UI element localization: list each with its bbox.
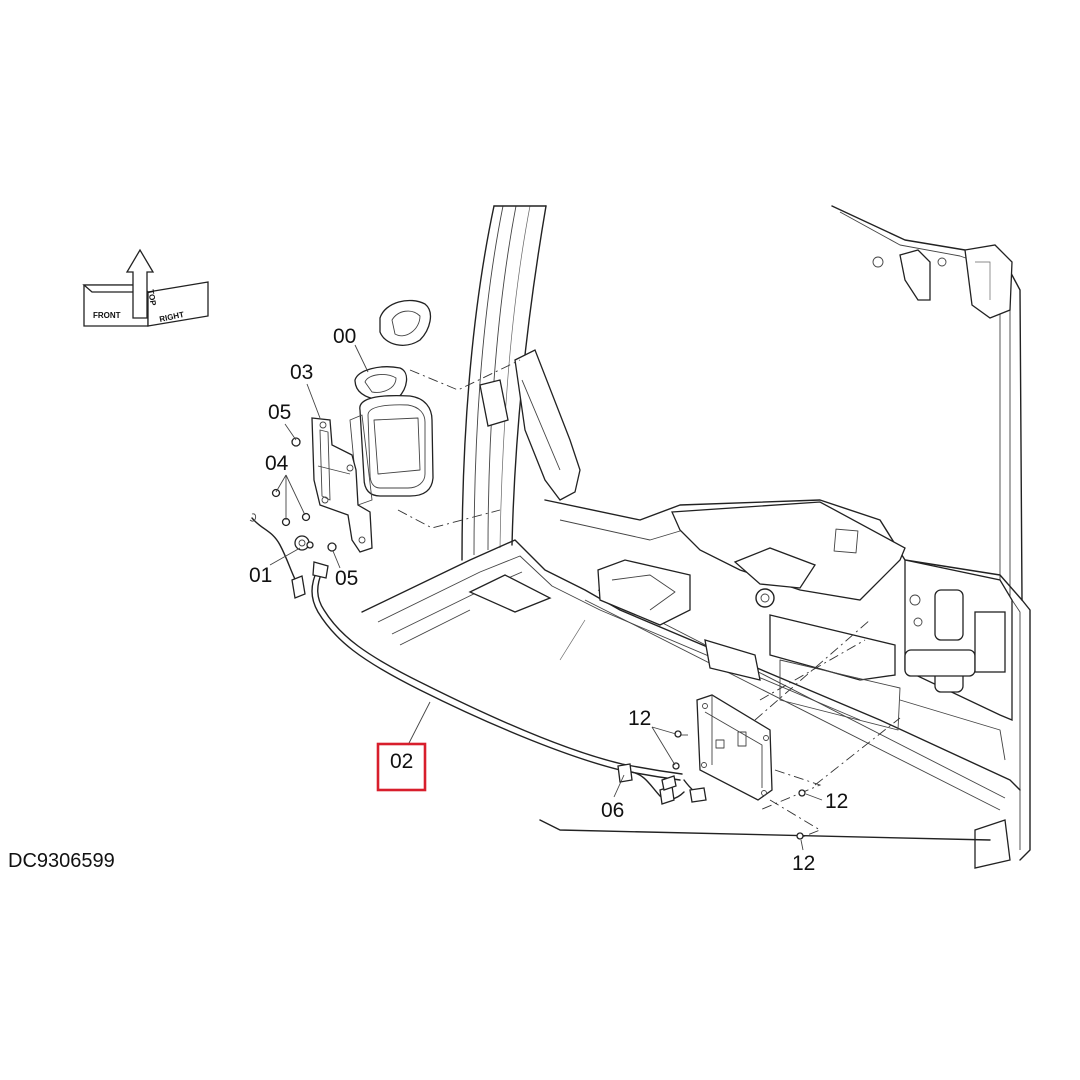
mounting-bracket <box>311 417 373 553</box>
callout-00[interactable]: 00 <box>333 325 356 348</box>
callout-05-lower[interactable]: 05 <box>335 567 358 590</box>
assembly-guide-lines <box>397 359 901 839</box>
callout-05-upper[interactable]: 05 <box>268 401 291 424</box>
controller-unit <box>672 694 806 840</box>
wire-harness <box>249 513 707 805</box>
callout-03[interactable]: 03 <box>290 361 313 384</box>
orientation-top: TOP <box>146 289 158 307</box>
orientation-front: FRONT <box>93 311 121 320</box>
orientation-indicator: FRONT TOP RIGHT <box>82 248 209 327</box>
callout-12-bottom[interactable]: 12 <box>792 852 815 875</box>
cab-rear-wall <box>479 349 1023 761</box>
fasteners <box>271 437 337 552</box>
drawing-id: DC9306599 <box>8 850 115 872</box>
callout-01[interactable]: 01 <box>249 564 272 587</box>
callout-12-top[interactable]: 12 <box>628 707 651 730</box>
cab-floor-panel <box>361 539 1021 841</box>
cab-right-pillar <box>831 205 1031 869</box>
monitor-assembly <box>349 299 434 506</box>
callout-02[interactable]: 02 <box>390 750 413 773</box>
callout-12-right[interactable]: 12 <box>825 790 848 813</box>
callout-06[interactable]: 06 <box>601 799 624 822</box>
leader-lines <box>269 344 823 851</box>
highlight-box-02 <box>376 742 427 792</box>
callout-labels: 00 03 05 04 01 05 02 06 12 12 12 <box>249 325 848 875</box>
callout-04[interactable]: 04 <box>265 452 289 475</box>
